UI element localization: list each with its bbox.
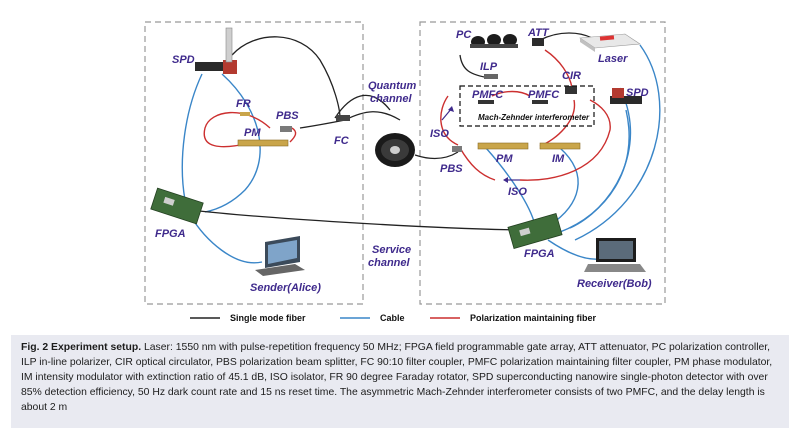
bob-box <box>419 21 666 305</box>
legend-label-pm-fiber: Polarization maintaining fiber <box>470 313 597 323</box>
label-fc: FC <box>334 135 350 147</box>
iso-isolator-2 <box>503 177 520 183</box>
spd-detector-right <box>610 88 642 104</box>
pm-modulator-left <box>237 139 289 147</box>
label-quantum-channel-1: Quantum <box>368 80 416 92</box>
label-spd-left: SPD <box>172 54 195 66</box>
laptop-sender <box>255 236 305 276</box>
label-ilp: ILP <box>480 61 498 73</box>
label-iso-2: ISO <box>508 186 527 198</box>
label-pbs-left: PBS <box>276 110 299 122</box>
laptop-receiver <box>584 238 646 272</box>
label-spd-right: SPD <box>626 87 649 99</box>
caption-title: Fig. 2 Experiment setup. <box>21 342 142 353</box>
pbs-component-left <box>280 126 292 132</box>
cables <box>181 44 661 264</box>
pmfc-coupler-1 <box>478 100 494 104</box>
cir-circulator <box>565 86 577 94</box>
iso-isolator-1 <box>441 106 454 121</box>
legend: Single mode fiber Cable Polarization mai… <box>190 313 597 323</box>
label-pmfc-1: PMFC <box>472 89 504 101</box>
ilp-polarizer <box>484 74 498 79</box>
label-service-channel-1: Service <box>372 244 411 256</box>
label-pbs-right: PBS <box>440 163 463 175</box>
label-im: IM <box>552 153 565 165</box>
fr-component <box>240 112 250 116</box>
figure-caption: Fig. 2 Experiment setup. Laser: 1550 nm … <box>11 335 789 428</box>
fpga-board-right <box>507 213 563 249</box>
att-attenuator <box>532 38 544 46</box>
label-sender: Sender(Alice) <box>250 282 321 294</box>
mzi-box <box>459 85 595 127</box>
pbs-component-right <box>452 146 462 152</box>
spd-detector-left <box>195 27 237 74</box>
caption-text: Laser: 1550 nm with pulse-repetition fre… <box>21 342 773 413</box>
label-fr: FR <box>236 98 251 110</box>
label-mzi: Mach-Zehnder interferometer <box>478 113 590 122</box>
label-fpga-left: FPGA <box>155 228 186 240</box>
label-iso-1: ISO <box>430 128 449 140</box>
label-pm-left: PM <box>244 127 261 139</box>
pc-polarization-controller <box>470 34 518 48</box>
legend-label-single-mode: Single mode fiber <box>230 313 306 323</box>
fiber-spool <box>375 133 415 167</box>
label-fpga-right: FPGA <box>524 248 555 260</box>
label-cir: CIR <box>562 70 581 82</box>
label-pc: PC <box>456 29 472 41</box>
laser-source <box>579 33 641 52</box>
pmfc-coupler-2 <box>532 100 548 104</box>
fc-component <box>336 115 350 121</box>
label-receiver: Receiver(Bob) <box>577 278 652 290</box>
label-pm-right: PM <box>496 153 513 165</box>
fpga-board-left <box>150 187 204 225</box>
legend-label-cable: Cable <box>380 313 405 323</box>
label-laser: Laser <box>598 53 628 65</box>
label-att: ATT <box>527 27 550 39</box>
label-pmfc-2: PMFC <box>528 89 560 101</box>
im-modulator <box>539 142 581 150</box>
label-service-channel-2: channel <box>368 257 411 269</box>
pm-modulator-right <box>477 142 529 150</box>
label-quantum-channel-2: channel <box>370 93 413 105</box>
